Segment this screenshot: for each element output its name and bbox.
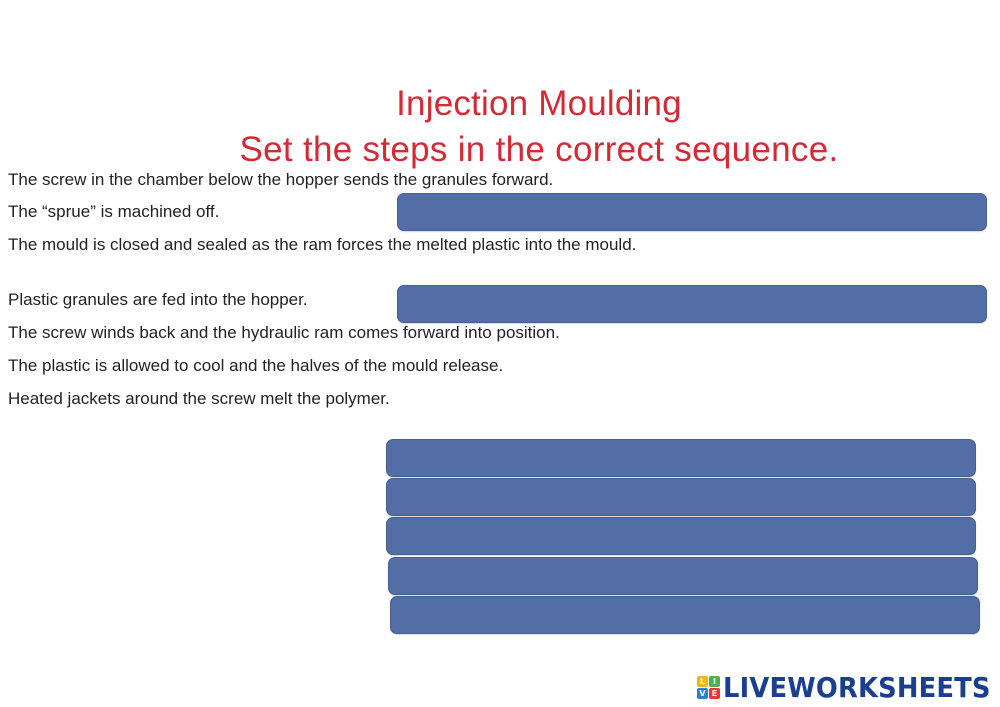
step-item[interactable]: Heated jackets around the screw melt the…: [8, 389, 390, 408]
drop-box-7[interactable]: [390, 596, 980, 634]
step-item[interactable]: The mould is closed and sealed as the ra…: [8, 235, 637, 254]
worksheet-title: Injection Moulding: [396, 84, 682, 123]
drop-box-3[interactable]: [386, 439, 976, 477]
liveworksheets-logo[interactable]: L I V E LIVEWORKSHEETS: [697, 670, 1000, 704]
drop-box-6[interactable]: [388, 557, 978, 595]
step-item[interactable]: Plastic granules are fed into the hopper…: [8, 290, 308, 309]
drop-box-1[interactable]: [397, 193, 987, 231]
step-item[interactable]: The “sprue” is machined off.: [8, 202, 220, 221]
drop-box-4[interactable]: [386, 478, 976, 516]
drop-box-2[interactable]: [397, 285, 987, 323]
step-item[interactable]: The screw winds back and the hydraulic r…: [8, 323, 560, 342]
logo-text: LIVEWORKSHEETS: [723, 670, 991, 704]
step-item[interactable]: The screw in the chamber below the hoppe…: [8, 170, 554, 189]
step-item[interactable]: The plastic is allowed to cool and the h…: [8, 356, 504, 375]
live-blocks-icon: L I V E: [697, 675, 720, 699]
worksheet-instruction: Set the steps in the correct sequence.: [239, 130, 839, 169]
drop-box-5[interactable]: [386, 517, 976, 555]
